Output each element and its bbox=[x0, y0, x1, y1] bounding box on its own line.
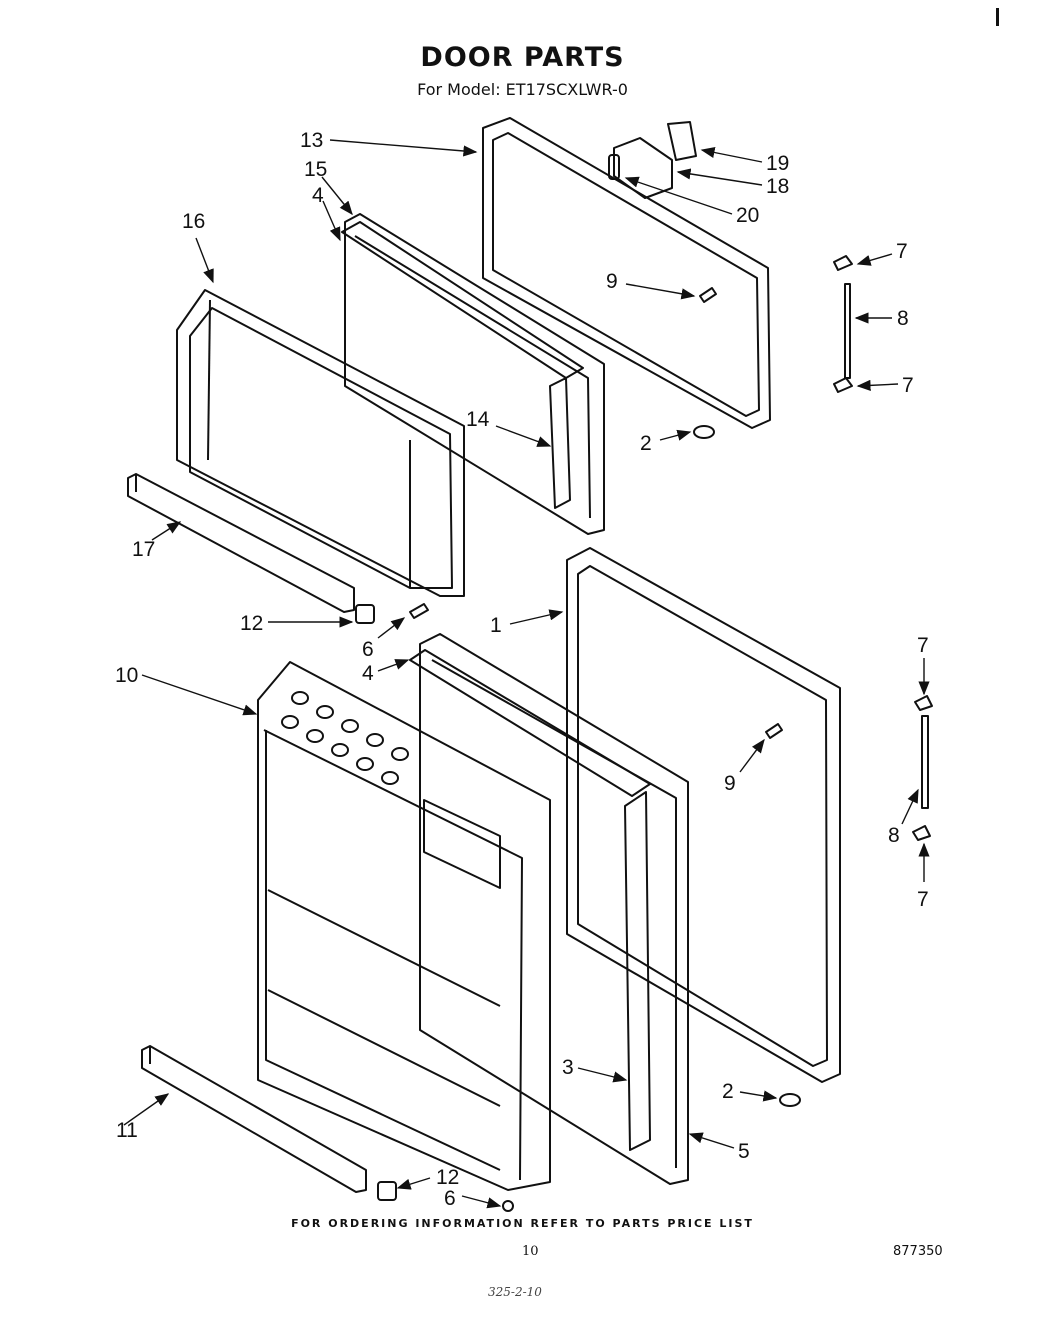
callout-19: 19 bbox=[766, 152, 789, 175]
callout-18: 18 bbox=[766, 175, 789, 198]
leader-9-upper bbox=[625, 283, 696, 300]
callout-9-lower: 9 bbox=[724, 772, 736, 795]
leader-14 bbox=[495, 425, 552, 447]
callout-13: 13 bbox=[300, 129, 323, 152]
callout-9-upper: 9 bbox=[606, 270, 618, 293]
handwritten-note: 325-2-10 bbox=[488, 1285, 542, 1299]
part-6-screw-upper bbox=[409, 603, 429, 619]
leader-13 bbox=[329, 139, 478, 157]
callout-11: 11 bbox=[116, 1119, 138, 1142]
part-6-screw-lower bbox=[502, 1200, 514, 1212]
part-12-trim-cap-upper bbox=[355, 604, 375, 624]
part-18-19-20-nameplate bbox=[608, 121, 697, 199]
part-16-freezer-door-liner bbox=[176, 289, 465, 597]
part-14-hinge-bracket bbox=[549, 377, 571, 509]
leader-8b bbox=[901, 788, 919, 825]
leader-19 bbox=[700, 146, 763, 163]
leader-4-lower bbox=[377, 659, 410, 672]
callout-5: 5 bbox=[738, 1140, 750, 1163]
leader-15 bbox=[321, 176, 353, 216]
callout-4-lower: 4 bbox=[362, 662, 374, 685]
page-title: DOOR PARTS bbox=[420, 42, 625, 73]
leader-12-lower bbox=[396, 1177, 431, 1190]
callout-3: 3 bbox=[562, 1056, 574, 1079]
callout-1: 1 bbox=[490, 614, 502, 637]
part-1-fresh-food-door-outer-panel bbox=[566, 547, 841, 1083]
part-13-freezer-door-outer-panel bbox=[482, 117, 771, 429]
model-line: For Model: ET17SCXLWR-0 bbox=[417, 80, 628, 99]
part-9-screw-lower bbox=[765, 723, 783, 739]
leader-9-lower bbox=[739, 738, 765, 773]
callout-16: 16 bbox=[182, 210, 205, 233]
leader-6-upper bbox=[377, 617, 406, 639]
callout-8a: 8 bbox=[897, 307, 909, 330]
leader-7a bbox=[856, 253, 893, 266]
corner-mark bbox=[996, 8, 999, 26]
leader-16 bbox=[195, 237, 214, 284]
callout-15: 15 bbox=[304, 158, 327, 181]
leader-17 bbox=[151, 521, 182, 541]
leader-20 bbox=[624, 176, 733, 215]
callout-10: 10 bbox=[115, 664, 138, 687]
callout-12-upper: 12 bbox=[240, 612, 263, 635]
page-number: 10 bbox=[522, 1244, 539, 1259]
callout-4-upper: 4 bbox=[312, 184, 324, 207]
callout-12-lower: 12 bbox=[436, 1166, 459, 1189]
part-2-door-stop-lower bbox=[779, 1093, 801, 1107]
callout-7a: 7 bbox=[896, 240, 908, 263]
callout-7c: 7 bbox=[917, 634, 929, 657]
callout-6-lower: 6 bbox=[444, 1187, 456, 1210]
callout-17: 17 bbox=[132, 538, 155, 561]
callout-8b: 8 bbox=[888, 824, 900, 847]
leader-10 bbox=[141, 674, 258, 716]
part-7-8-hinge-pin-lower bbox=[912, 695, 933, 841]
callout-6-upper: 6 bbox=[362, 638, 374, 661]
callout-2-lower: 2 bbox=[722, 1080, 734, 1103]
part-17-freezer-trim bbox=[127, 473, 355, 613]
ordering-note: FOR ORDERING INFORMATION REFER TO PARTS … bbox=[291, 1217, 754, 1230]
leader-4-upper bbox=[322, 200, 341, 242]
callout-2-upper: 2 bbox=[640, 432, 652, 455]
part-2-door-stop-upper bbox=[693, 425, 715, 439]
part-9-screw-upper bbox=[699, 287, 717, 303]
leader-2-lower bbox=[739, 1090, 778, 1102]
leader-11 bbox=[123, 1093, 170, 1126]
part-5-fresh-food-gasket bbox=[409, 633, 689, 1185]
leader-7b bbox=[856, 379, 899, 391]
callout-20: 20 bbox=[736, 204, 759, 227]
drawing-number: 877350 bbox=[893, 1244, 943, 1259]
part-3-hinge-bracket bbox=[624, 791, 651, 1151]
part-7-8-hinge-pin-upper bbox=[833, 255, 853, 393]
part-10-egg-cups bbox=[281, 691, 409, 785]
callout-7d: 7 bbox=[917, 888, 929, 911]
leader-1 bbox=[509, 609, 564, 625]
part-10-fresh-food-door-liner bbox=[257, 661, 551, 1191]
leader-5 bbox=[688, 1132, 735, 1149]
leader-2-upper bbox=[659, 429, 692, 441]
callout-7b: 7 bbox=[902, 374, 914, 397]
part-11-fresh-food-trim bbox=[141, 1045, 367, 1193]
leader-3 bbox=[577, 1067, 628, 1083]
part-12-trim-cap-lower bbox=[377, 1181, 397, 1201]
leader-6-lower bbox=[461, 1195, 502, 1209]
leader-18 bbox=[676, 168, 763, 186]
callout-14: 14 bbox=[466, 408, 490, 431]
part-15-freezer-gasket bbox=[341, 213, 605, 535]
